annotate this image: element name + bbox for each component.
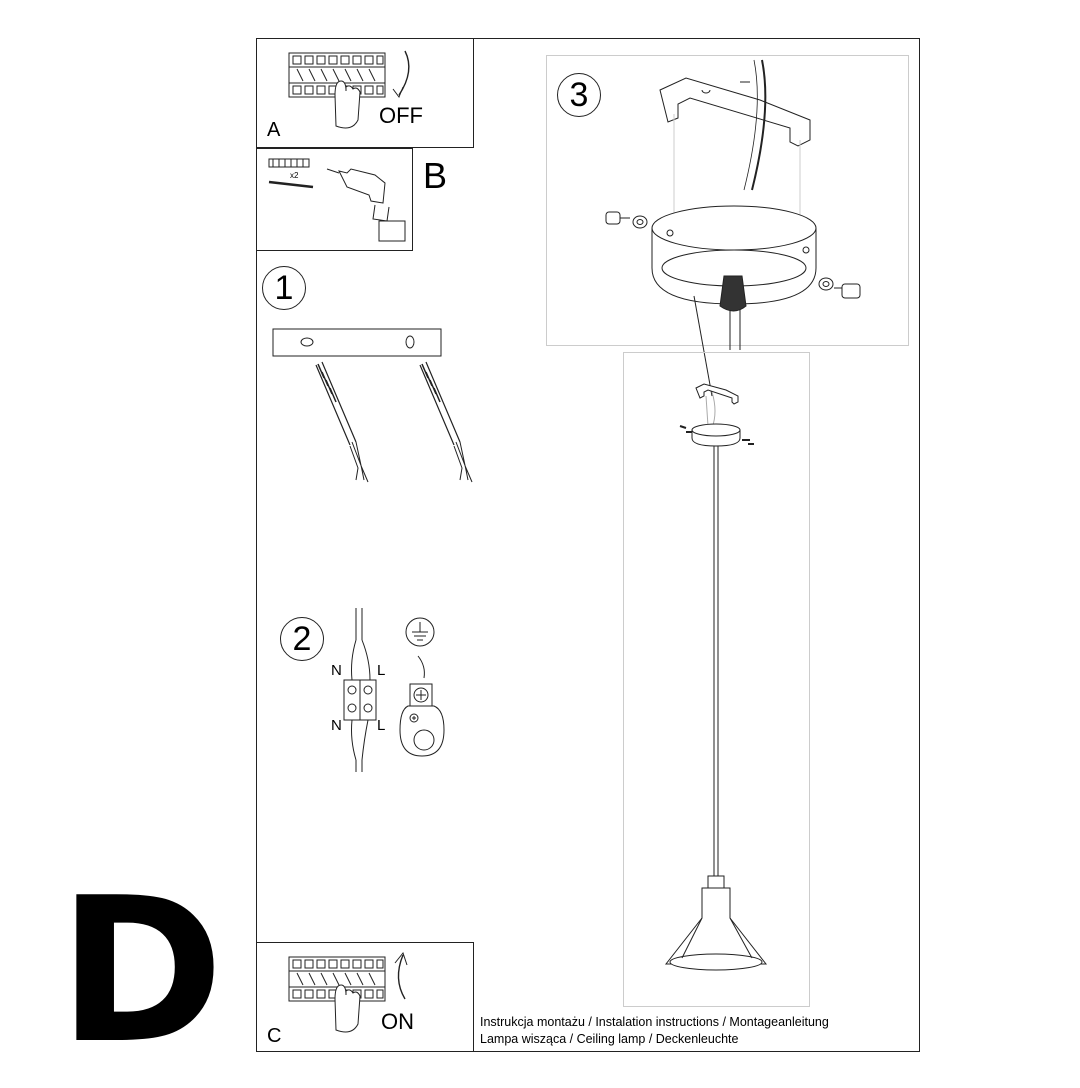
brand-letter-d: D bbox=[58, 855, 224, 1088]
panel-a-switch-off: A OFF bbox=[256, 38, 474, 148]
panel-a-letter: A bbox=[267, 119, 281, 141]
step-2-badge: 2 bbox=[280, 617, 324, 661]
step-1-badge: 1 bbox=[262, 266, 306, 310]
panel-b-letter: B bbox=[423, 155, 448, 196]
step-3-badge: 3 bbox=[557, 73, 601, 117]
panel-c-letter: C bbox=[267, 1025, 282, 1047]
step-2-number: 2 bbox=[292, 619, 312, 658]
breaker-off-icon bbox=[288, 50, 410, 129]
instruction-sheet bbox=[256, 38, 920, 1052]
pendant-lamp-frame bbox=[623, 352, 810, 1007]
wire-n-bottom-label: N bbox=[331, 717, 342, 734]
step-3-frame bbox=[546, 55, 909, 346]
on-label: ON bbox=[381, 1009, 414, 1034]
caption-line-2: Lampa wisząca / Ceiling lamp / Deckenleu… bbox=[480, 1032, 739, 1046]
wire-n-top-label: N bbox=[331, 662, 342, 679]
off-label: OFF bbox=[379, 103, 423, 128]
wire-l-top-label: L bbox=[377, 662, 386, 679]
screw-left bbox=[605, 211, 648, 229]
panel-c-switch-on: C ON bbox=[256, 942, 474, 1052]
screw-right bbox=[818, 277, 861, 299]
panel-b-tools: x2 B bbox=[256, 148, 447, 251]
caption-line-1: Instrukcja montażu / Instalation instruc… bbox=[480, 1015, 829, 1029]
qty-label: x2 bbox=[290, 171, 299, 180]
step-1-number: 1 bbox=[274, 268, 294, 307]
step-3-number: 3 bbox=[569, 75, 589, 114]
wire-l-bottom-label: L bbox=[377, 717, 386, 734]
breaker-on-icon bbox=[288, 951, 408, 1033]
drill-and-anchors-icon bbox=[268, 158, 406, 242]
